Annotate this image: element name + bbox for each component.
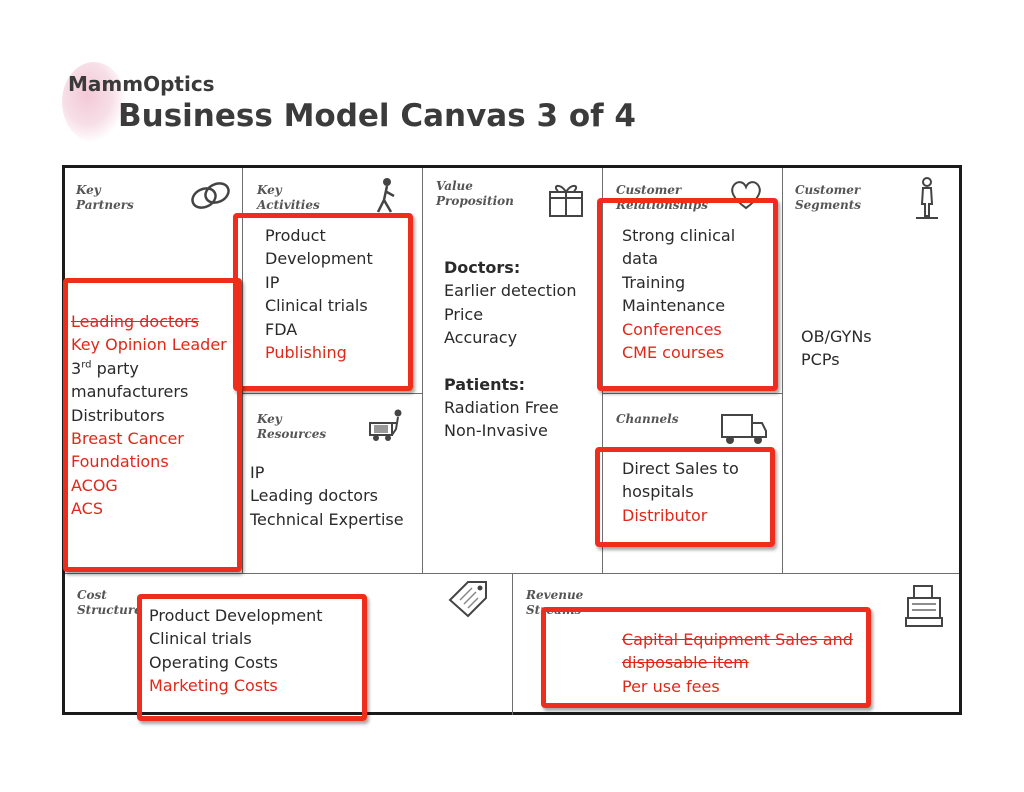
divider [242, 168, 243, 573]
gift-icon [544, 178, 590, 220]
revenue-streams-list: Capital Equipment Sales and disposable i… [622, 630, 853, 696]
divider [242, 393, 422, 394]
brand-name: MammOptics [68, 72, 215, 96]
chain-link-icon [188, 176, 234, 216]
channels-list: Direct Sales to hospitals Distributor [622, 459, 739, 525]
divider [782, 168, 783, 573]
divider [512, 573, 513, 715]
channels-label: Channels [616, 412, 679, 426]
forklift-icon [366, 405, 410, 445]
worker-icon [372, 176, 402, 216]
customer-segments-list: OB/GYNs PCPs [801, 327, 872, 370]
key-partners-highlight [63, 278, 242, 572]
person-icon [912, 176, 942, 220]
cost-structure-list: Product Development Clinical trials Oper… [149, 606, 323, 696]
value-proposition-list: Doctors: Earlier detection Price Accurac… [444, 258, 577, 441]
cost-structure-highlight [137, 594, 367, 721]
cash-register-icon [900, 580, 948, 632]
revenue-streams-highlight [541, 607, 871, 708]
channels-highlight [595, 447, 775, 547]
key-activities-list: Product Development IP Clinical trials F… [265, 226, 373, 363]
price-tag-icon [444, 578, 492, 618]
divider [422, 168, 423, 573]
divider [602, 168, 603, 573]
key-resources-list: IP Leading doctors Technical Expertise [250, 463, 404, 529]
divider [65, 573, 959, 574]
customer-relationships-highlight [597, 198, 778, 391]
truck-icon [718, 409, 770, 449]
key-partners-list: Leading doctors Key Opinion Leader 3rd p… [71, 312, 227, 519]
page-title: Business Model Canvas 3 of 4 [118, 98, 636, 134]
key-activities-highlight [233, 213, 413, 391]
heart-icon [728, 178, 764, 212]
divider [602, 393, 782, 394]
customer-relationships-list: Strong clinical data Training Maintenanc… [622, 226, 736, 363]
brand-logo-blob [62, 62, 126, 142]
